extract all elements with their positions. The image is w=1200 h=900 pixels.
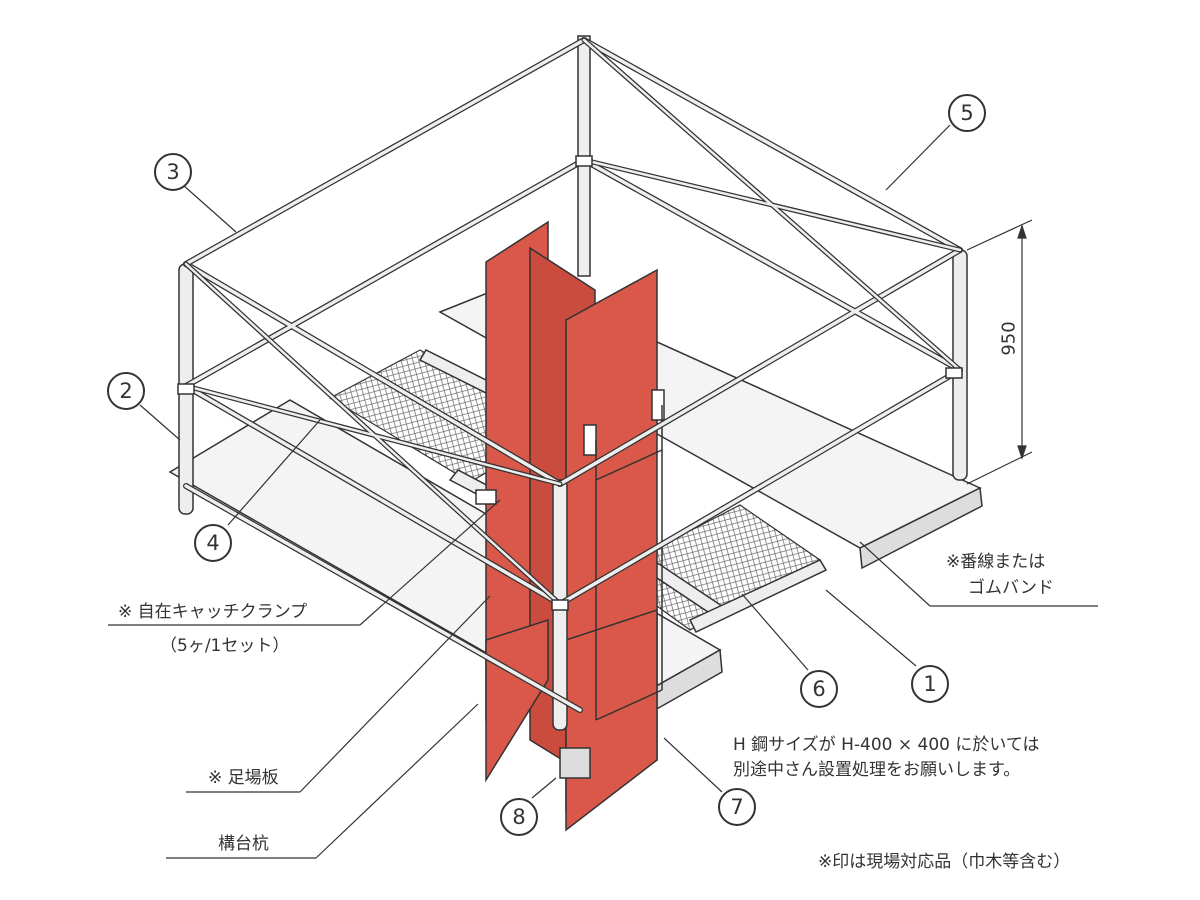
callout-7: 7: [718, 788, 756, 826]
callout-4: 4: [194, 524, 232, 562]
dimension-label: 950: [998, 321, 1020, 356]
callout-5: 5: [948, 94, 986, 132]
callout-6: 6: [800, 670, 838, 708]
note-hbeam-line1: H 鋼サイズが H-400 × 400 に於いては: [733, 735, 1040, 755]
h-beam-pile: [485, 220, 658, 832]
note-clamp-qty: （5ヶ/1セット）: [160, 636, 290, 656]
note-pile: 構台杭: [218, 834, 269, 854]
callout-3: 3: [154, 153, 192, 191]
callout-1: 1: [911, 665, 949, 703]
callout-8: 8: [500, 798, 538, 836]
note-plank: ※ 足場板: [208, 768, 279, 788]
handrail-frame-inner: [184, 38, 962, 712]
clamps: [177, 155, 963, 611]
dimension-line: [966, 219, 1033, 485]
footer-note: ※印は現場対応品（巾木等含む）: [818, 852, 1071, 872]
note-wire: ※番線または: [946, 552, 1046, 572]
note-rubber-band: ゴムバンド: [968, 578, 1054, 598]
callout-2: 2: [107, 372, 145, 410]
cross-braces-inner: [184, 38, 962, 606]
note-hbeam-line2: 別途中さん設置処理をお願いします。: [733, 760, 1021, 780]
note-clamp: ※ 自在キャッチクランプ: [118, 602, 308, 622]
pile-bracket: [559, 389, 665, 779]
leader-lines: [108, 124, 1098, 859]
